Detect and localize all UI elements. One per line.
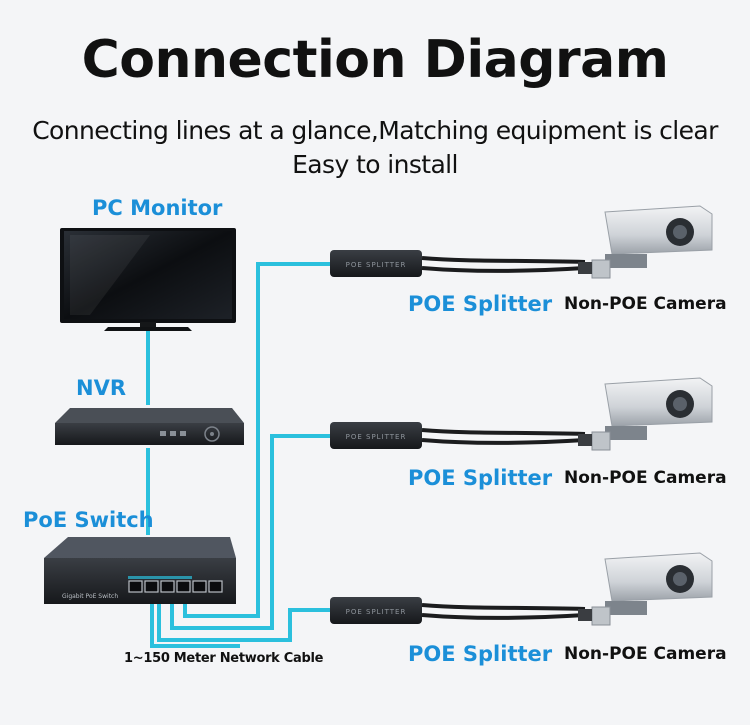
switch-printed-text: Gigabit PoE Switch xyxy=(62,593,118,600)
cable-splitter-3-loop xyxy=(150,588,240,648)
splitter-2-device xyxy=(330,422,586,449)
pc-monitor-device xyxy=(60,228,236,331)
pc-monitor-label: PC Monitor xyxy=(92,196,223,220)
splitter-2-printed-text: POE SPLITTER xyxy=(346,433,407,441)
splitter-1-printed-text: POE SPLITTER xyxy=(346,261,407,269)
camera-3-icon xyxy=(578,552,713,626)
camera-3-label: Non-POE Camera xyxy=(564,644,727,664)
cable-splitter-2 xyxy=(170,434,336,630)
splitter-1-label: POE Splitter xyxy=(408,292,553,316)
camera-1-label: Non-POE Camera xyxy=(564,294,727,314)
splitter-2-label: POE Splitter xyxy=(408,466,553,490)
poe-switch-device xyxy=(44,537,236,604)
camera-1-icon xyxy=(578,205,713,279)
splitter-3-label: POE Splitter xyxy=(408,642,553,666)
diagram-title: Connection Diagram xyxy=(81,30,669,90)
splitter-3-printed-text: POE SPLITTER xyxy=(346,608,407,616)
nvr-device xyxy=(55,408,244,445)
camera-2-icon xyxy=(578,377,713,451)
splitter-3-device xyxy=(330,597,586,624)
diagram-subtitle-line1: Connecting lines at a glance,Matching eq… xyxy=(32,116,718,145)
switch-ports xyxy=(128,580,223,593)
diagram-subtitle-line2: Easy to install xyxy=(292,150,458,179)
cable-splitter-3 xyxy=(157,588,336,642)
nvr-label: NVR xyxy=(76,376,126,400)
cable-length-label: 1~150 Meter Network Cable xyxy=(124,651,324,666)
splitter-1-device xyxy=(330,250,586,277)
cable-splitter-1 xyxy=(183,262,336,618)
camera-2-label: Non-POE Camera xyxy=(564,468,727,488)
network-cables xyxy=(146,262,336,648)
poe-switch-label: PoE Switch xyxy=(23,508,154,532)
